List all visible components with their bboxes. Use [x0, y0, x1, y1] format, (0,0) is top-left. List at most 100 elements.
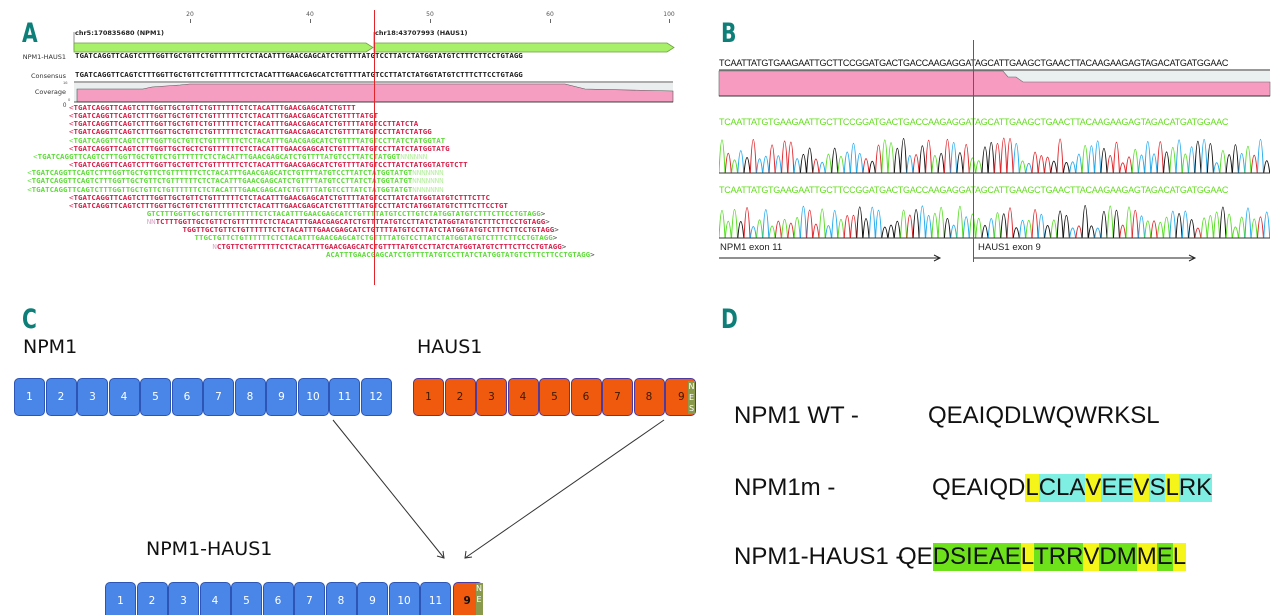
- trace-peak: [1106, 154, 1114, 174]
- exon-haus1: 6: [570, 378, 602, 416]
- trace-peak: [931, 213, 939, 239]
- aligned-read[interactable]: <TGATCAGGTTCAGTCTTTGGTTGCTGTTCTGTTTTTTCT…: [69, 127, 432, 137]
- exon-haus1: 2: [444, 378, 476, 416]
- trace-peak: [943, 138, 951, 174]
- trace-peak: [856, 206, 864, 239]
- aligned-read[interactable]: TTGCTGTTCTGTTTTTTCTCTACATTTGAACGAGCATCTG…: [195, 233, 558, 243]
- trace-peak: [1169, 147, 1177, 174]
- aligned-read[interactable]: <TGATCAGGTTCAGTCTTTGGTTGCTGTTCTGTTTTTTCT…: [27, 168, 444, 178]
- trace-peak: [781, 140, 789, 174]
- trace-peak: [856, 152, 864, 174]
- coverage-track: [74, 81, 674, 103]
- trace-peak: [1081, 205, 1089, 239]
- trace-peak: [719, 139, 726, 174]
- trace-peak: [887, 224, 895, 239]
- exon-fusion-npm1: 4: [199, 582, 231, 615]
- trace-peak: [1100, 148, 1108, 174]
- trace-peak: [1025, 219, 1033, 239]
- highlighted-residues-yellow: L: [1172, 543, 1187, 571]
- highlighted-residues-cyan: RK: [1178, 474, 1213, 502]
- trace-peak: [1106, 205, 1114, 239]
- trace-peak: [749, 138, 757, 174]
- trace-peak: [1138, 154, 1146, 174]
- trace-peak: [981, 224, 989, 239]
- trace-peak: [1081, 145, 1089, 174]
- aligned-read[interactable]: <TGATCAGGTTCAGTCTTTGGTTGCTGTTCTGTTTTTTCT…: [69, 160, 468, 170]
- gene-label-fusion: NPM1-HAUS1: [146, 538, 273, 560]
- trace-peak: [1031, 151, 1039, 174]
- breakpoint-line-a: [374, 10, 375, 285]
- trace-peak: [818, 161, 826, 174]
- trace-peak: [1150, 153, 1158, 174]
- trace-peak: [812, 158, 820, 174]
- trace-peak: [724, 220, 732, 239]
- ruler-tick: 20: [180, 11, 200, 23]
- ruler-tick: 100: [659, 11, 679, 23]
- aligned-read[interactable]: <TGATCAGGTTCAGTCTTTGGTTGCTGTTCTGTTTTTTCT…: [27, 176, 444, 186]
- trace-peak: [1025, 162, 1033, 174]
- aligned-read[interactable]: <TGATCAGGTTCAGTCTTTGGTTGCTGTTCTGTTTTTTCT…: [69, 111, 378, 121]
- aligned-read[interactable]: GTCTTTGGTTGCTGTTCTGTTTTTTCTCTACATTTGAACG…: [146, 208, 546, 218]
- trace-peak: [831, 147, 839, 174]
- trace-peak: [968, 213, 976, 239]
- exon-haus1: 4: [507, 378, 539, 416]
- aligned-read[interactable]: <TGATCAGGTTCAGTCTTTGGTTGCTGCTCTGTTTTTTCT…: [69, 143, 450, 153]
- aligned-read[interactable]: <TGATCAGGTTCAGTCTTTGGTTGCTGTTCTGTTTTTTCT…: [33, 151, 428, 161]
- trace-peak: [1181, 153, 1189, 174]
- breakpoint-line-b: [973, 40, 975, 262]
- exon-npm1: 7: [203, 378, 234, 416]
- panel-letter-d: D: [721, 304, 738, 335]
- trace-peak: [918, 145, 926, 174]
- trace-peak: [756, 219, 764, 239]
- trace-peak: [1194, 140, 1202, 174]
- aligned-read[interactable]: NCTGTTCTGTTTTTTCTCTACATTTGAACGAGCATCTGTT…: [212, 241, 567, 251]
- coverage-area-b: [718, 70, 1271, 97]
- trace-peak: [799, 153, 807, 174]
- coverage-track-b: [718, 69, 1271, 97]
- trace-peak: [849, 214, 857, 239]
- trace-peak: [1000, 213, 1008, 239]
- exon-npm1: 6: [171, 378, 203, 416]
- trace-peak: [1144, 140, 1152, 174]
- aligned-read[interactable]: <TGATCAGGTTCAGTCTTTGGTTGCTGTTCTGTTTTTTCT…: [69, 135, 446, 145]
- trace-peak: [868, 160, 876, 174]
- coverage-label: Coverage: [34, 88, 66, 96]
- trace-peak: [906, 155, 914, 174]
- trace-peak: [1087, 225, 1095, 239]
- aligned-read[interactable]: <TGATCAGGTTCAGTCTTTGGTTGCTGTTCTGTTTTTTCT…: [69, 103, 356, 112]
- trace-peak: [818, 208, 826, 239]
- highlighted-residues-cyan: EE: [1101, 474, 1134, 502]
- trace-peak: [1213, 211, 1221, 239]
- trace-peak: [756, 158, 764, 174]
- trace-peak: [1075, 225, 1083, 239]
- trace-peak: [719, 210, 726, 239]
- aligned-read[interactable]: NNTCTTTGGTTGCTGTTCTGTTTTTTCTCTACATTTGAAC…: [146, 217, 550, 227]
- consensus-sequence: TGATCAGGTTCAGTCTTTGGTTGCTGTTCTGTTTTTTCTC…: [75, 70, 523, 79]
- trace-peak: [1037, 155, 1045, 174]
- trace-peak: [862, 158, 870, 174]
- protein-seq-wt: QEAIQDLWQWRKSL: [928, 402, 1160, 430]
- exon-npm1: 2: [45, 378, 77, 416]
- aligned-read[interactable]: <TGATCAGGTTCAGTCTTTGGTTGCTGTTCTGTTTTTTCT…: [69, 119, 419, 129]
- trace-peak: [1050, 219, 1058, 239]
- trace-peak: [975, 217, 983, 239]
- npm1-annotation-arrow[interactable]: [73, 32, 374, 53]
- chromatogram-2: [719, 205, 1270, 239]
- exon-haus1: 5: [539, 378, 570, 416]
- aligned-read[interactable]: TGGTTGCTGTTCTGTTTTTTCTCTACATTTGAACGAGCAT…: [182, 225, 559, 235]
- aligned-read[interactable]: <TGATCAGGTTCAGTCTTTGGTTGCTGTTCTGTTTTTTCT…: [69, 192, 490, 202]
- trace-peak: [937, 206, 945, 239]
- exon-npm1: 1: [14, 378, 45, 416]
- aligned-read[interactable]: <TGATCAGGTTCAGTCTTTGGTTGCTGTTCTGTTTTTTCT…: [27, 184, 444, 194]
- trace-peak: [1225, 154, 1233, 174]
- aligned-read[interactable]: ACATTTGAACGAGCATCTGTTTTATGTCCTTATCTATGGT…: [325, 249, 595, 259]
- exon-haus1: 1: [413, 378, 444, 416]
- trace-peak: [918, 205, 926, 239]
- trace-peak: [1094, 140, 1102, 174]
- aligned-read[interactable]: <TGATCAGGTTCAGTCTTTGGTTGCTGTTCTGTTTTTTCT…: [69, 200, 508, 210]
- exon-label-npm1: NPM1 exon 11: [720, 242, 783, 253]
